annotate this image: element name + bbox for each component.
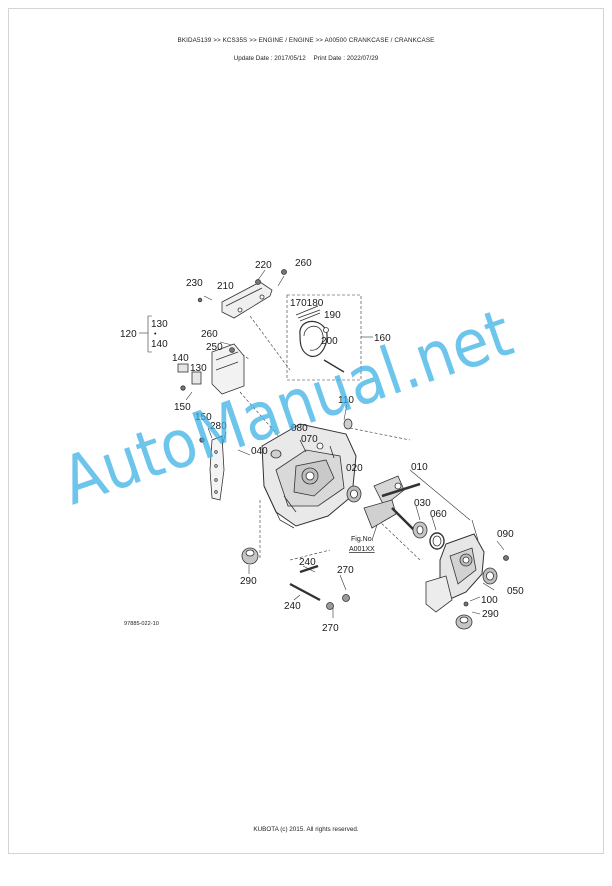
label-080: 080 [291,423,308,434]
update-date: Update Date : 2017/05/12 [233,55,306,62]
svg-text:•: • [154,331,157,338]
date-line: Update Date : 2017/05/12 Print Date : 20… [0,55,612,62]
fig-no-value: A001XX [349,546,375,553]
label-110: 110 [338,395,354,406]
label-150-b: 150 [195,412,212,423]
label-200: 200 [321,336,338,347]
label-260-b: 260 [201,329,218,340]
label-290-b: 290 [482,609,499,620]
footer-copyright: KUBOTA (c) 2015. All rights reserved. [253,826,359,833]
label-070: 070 [301,434,318,445]
label-250: 250 [206,342,223,353]
label-020: 020 [346,463,363,474]
part-shapes [177,269,509,630]
label-100: 100 [481,595,498,606]
label-190: 190 [324,310,341,321]
label-240-b: 240 [284,601,301,612]
label-280: 280 [210,421,227,432]
label-060: 060 [430,509,447,520]
label-120: 120 [120,329,137,340]
label-270-b: 270 [322,623,339,634]
print-date: Print Date : 2022/07/29 [313,55,379,62]
label-050: 050 [507,586,524,597]
figure-reference: 97885-022-10 [124,621,159,627]
fig-no-label: Fig.No. [351,536,374,543]
label-010: 010 [411,462,428,473]
label-230: 230 [186,278,203,289]
label-140: 140 [151,339,168,350]
label-130: 130 [151,319,168,330]
part-labels: 220 260 230 210 170180 190 200 160 120 1… [120,258,524,634]
label-170180: 170180 [290,298,324,309]
label-140-b: 140 [172,353,189,364]
label-240: 240 [299,557,316,568]
label-270: 270 [337,565,354,576]
label-220: 220 [255,260,272,271]
label-150: 150 [174,402,191,413]
label-260: 260 [295,258,312,269]
label-090: 090 [497,529,514,540]
label-210: 210 [217,281,234,292]
label-290: 290 [240,576,257,587]
label-130-b: 130 [190,363,207,374]
breadcrumb: BKIDA5139 >> KCS35S >> ENGINE / ENGINE >… [177,37,435,44]
label-160: 160 [374,333,391,344]
label-040: 040 [251,446,268,457]
label-030: 030 [414,498,431,509]
